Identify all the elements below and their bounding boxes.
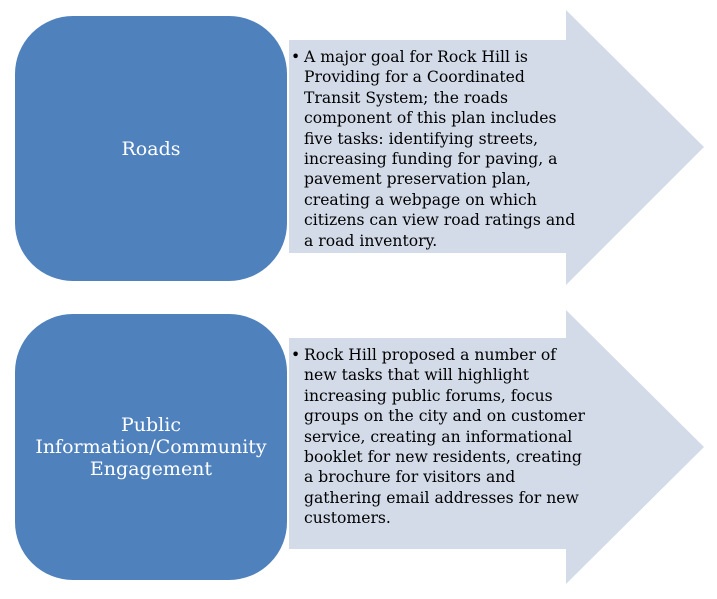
detail-item: • A major goal for Rock Hill is Providin… [289,47,579,251]
bullet-icon: • [291,346,301,364]
category-label: Roads [121,137,181,160]
arrow-shape-roads [289,10,704,285]
diagram-row-roads: Roads • A major goal for Rock Hill is Pr… [0,0,717,295]
diagram-row-public-information: Public Information/Community Engagement … [0,300,717,599]
detail-text: Rock Hill proposed a number of new tasks… [304,346,586,528]
arrow-shape-public-information [289,310,704,584]
category-label: Public Information/Community Engagement [35,414,267,480]
detail-list-public-information: • Rock Hill proposed a number of new tas… [289,345,591,529]
detail-text: A major goal for Rock Hill is Providing … [304,48,576,250]
category-box-public-information: Public Information/Community Engagement [13,312,289,582]
detail-item: • Rock Hill proposed a number of new tas… [289,345,591,529]
category-box-roads: Roads [13,14,289,283]
detail-list-roads: • A major goal for Rock Hill is Providin… [289,47,579,251]
bullet-icon: • [291,48,301,66]
